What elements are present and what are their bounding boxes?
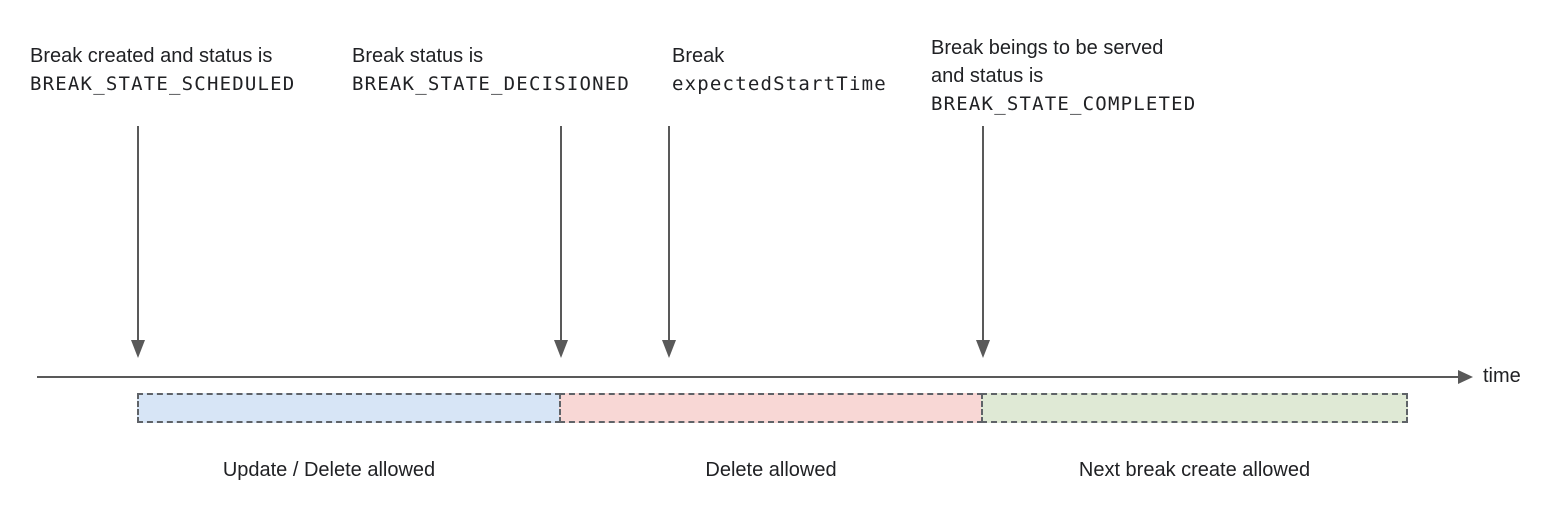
annotation-expected-start-time: Break expectedStartTime: [672, 42, 887, 98]
annotation-state-code: BREAK_STATE_COMPLETED: [931, 93, 1197, 115]
segment-next-break-create-allowed: [981, 393, 1408, 423]
annotation-break-completed: Break beings to be served and status is …: [931, 34, 1196, 118]
annotation-text: and status is: [931, 65, 1044, 87]
annotation-break-decisioned: Break status is BREAK_STATE_DECISIONED: [352, 42, 630, 98]
segment-label-delete: Delete allowed: [705, 459, 837, 481]
segment-label-update-delete: Update / Delete allowed: [222, 459, 436, 481]
time-axis-label: time: [1483, 365, 1521, 387]
down-arrow-icon: [554, 126, 568, 358]
annotation-state-code: BREAK_STATE_DECISIONED: [352, 73, 631, 95]
segment-label-next-break-create: Next break create allowed: [1078, 459, 1311, 481]
time-axis-line: [37, 376, 1458, 378]
down-arrow-icon: [976, 126, 990, 358]
segment-delete-allowed: [559, 393, 983, 423]
timeline-period-segments: [137, 393, 1408, 423]
annotation-text: Break created and status is: [30, 45, 273, 67]
annotation-text: Break beings to be served: [931, 37, 1164, 59]
annotation-break-scheduled: Break created and status is BREAK_STATE_…: [30, 42, 295, 98]
annotation-field-code: expectedStartTime: [672, 73, 887, 95]
right-arrowhead-icon: [1458, 370, 1473, 384]
down-arrow-icon: [662, 126, 676, 358]
annotation-state-code: BREAK_STATE_SCHEDULED: [30, 73, 296, 95]
down-arrow-icon: [131, 126, 145, 358]
annotation-text: Break: [672, 45, 725, 67]
annotation-text: Break status is: [352, 45, 484, 67]
segment-update-delete-allowed: [137, 393, 561, 423]
